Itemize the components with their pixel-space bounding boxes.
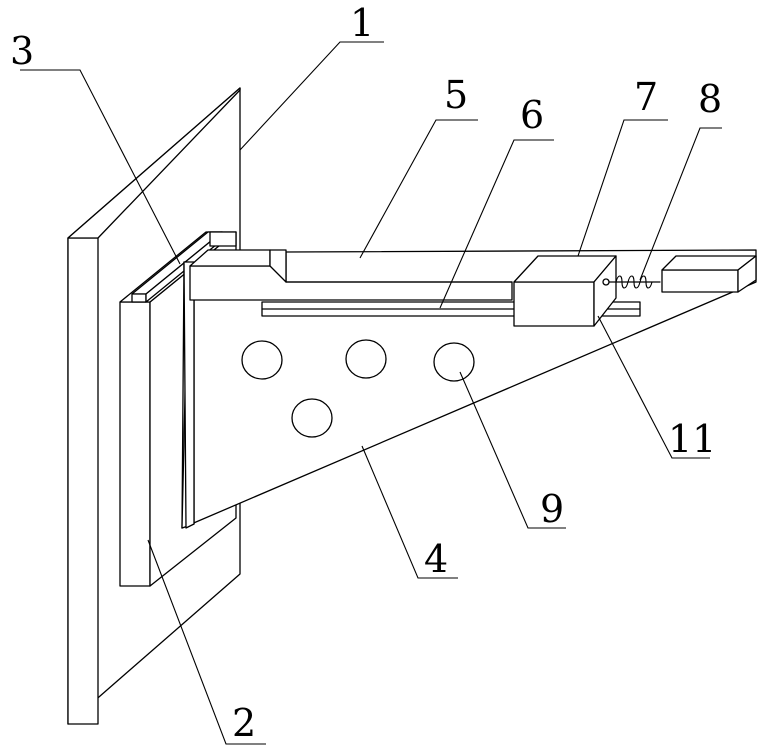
- hole: [242, 341, 282, 379]
- sliding-block: [514, 256, 616, 326]
- callout-8: 8: [698, 77, 722, 121]
- callout-5: 5: [444, 73, 468, 117]
- hole: [434, 343, 474, 381]
- hole: [292, 399, 332, 437]
- end-stop-block: [662, 256, 756, 292]
- callout-1: 1: [350, 1, 374, 45]
- callout-3: 3: [10, 29, 34, 73]
- callout-6: 6: [520, 93, 544, 137]
- hole: [346, 340, 386, 378]
- callout-9: 9: [540, 487, 564, 531]
- callout-2: 2: [232, 701, 256, 745]
- callout-11: 11: [668, 417, 716, 461]
- callout-4: 4: [424, 537, 448, 581]
- callout-7: 7: [634, 75, 658, 119]
